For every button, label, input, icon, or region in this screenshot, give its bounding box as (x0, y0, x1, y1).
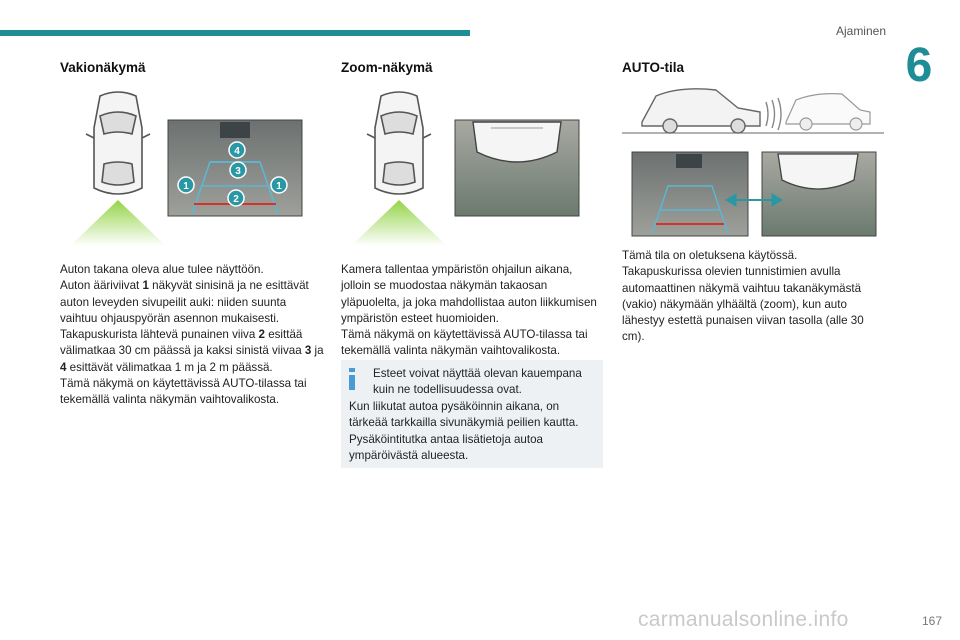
standard-view-illustration: 4 3 1 1 2 (70, 91, 303, 246)
col2-title: Zoom-näkymä (341, 60, 433, 75)
watermark: carmanualsonline.info (638, 608, 849, 631)
marker-2: 2 (227, 189, 245, 207)
col2-para-1: Kamera tallentaa ympäristön ohjailun aik… (341, 263, 597, 325)
col1-para-1: Auton takana oleva alue tulee näyttöön. (60, 263, 264, 276)
camera-obstacle-car (220, 122, 250, 138)
header-accent-bar (0, 30, 470, 36)
marker-3: 3 (229, 161, 247, 179)
svg-text:2: 2 (233, 194, 239, 205)
chapter-number: 6 (905, 39, 933, 92)
switch-arrow-icon (725, 193, 783, 207)
page-number: 167 (921, 614, 942, 628)
marker-1-left: 1 (177, 176, 195, 194)
col1-para-2: Auton ääriviivat 1 näkyvät sinisinä ja n… (60, 279, 309, 325)
sensor-waves (765, 97, 782, 131)
note-para-3: Pysäköintitutka antaa lisätietoja autoa … (349, 432, 543, 462)
zoom-view-illustration (351, 91, 580, 246)
car-top-icon (366, 91, 432, 195)
obstacle-car-icon (785, 93, 871, 131)
col2-text: Kamera tallentaa ympäristön ohjailun aik… (341, 262, 603, 360)
col3-text: Tämä tila on oletuksena käytössä. Takapu… (622, 248, 884, 346)
auto-mode-illustration (622, 88, 884, 237)
svg-text:3: 3 (235, 166, 241, 177)
info-note: Esteet voivat näyttää olevan kauempana k… (341, 360, 603, 468)
col3-para-1: Tämä tila on oletuksena käytössä. (622, 249, 798, 262)
note-body: Kun liikutat autoa pysäköinnin aikana, o… (349, 399, 599, 464)
camera-field-cone (351, 200, 447, 246)
car-side-icon (641, 88, 761, 134)
camera-field-cone (70, 200, 166, 246)
svg-text:1: 1 (183, 181, 189, 192)
zoomed-car-rear (472, 121, 562, 163)
svg-text:1: 1 (276, 181, 282, 192)
section-name: Ajaminen (835, 24, 886, 38)
car-top-icon (85, 91, 151, 195)
col3-para-2: Takapuskurissa olevien tunnistimien avul… (622, 265, 864, 344)
col3-title: AUTO-tila (622, 60, 685, 75)
col2-para-2: Tämä näkymä on käytettävissä AUTO-tilass… (341, 328, 588, 358)
note-first-line: Esteet voivat näyttää olevan kauempana k… (373, 367, 582, 397)
col1-para-3: Takapuskurista lähtevä punainen viiva 2 … (60, 328, 324, 374)
marker-1-right: 1 (270, 176, 288, 194)
col1-title: Vakionäkymä (60, 60, 146, 75)
svg-text:4: 4 (234, 146, 240, 157)
col1-para-4: Tämä näkymä on käytettävissä AUTO-tilass… (60, 377, 307, 407)
col1-text: Auton takana oleva alue tulee näyttöön. … (60, 262, 325, 409)
marker-4: 4 (228, 141, 246, 159)
info-icon (349, 368, 355, 390)
note-para-2: Kun liikutat autoa pysäköinnin aikana, o… (349, 400, 579, 430)
